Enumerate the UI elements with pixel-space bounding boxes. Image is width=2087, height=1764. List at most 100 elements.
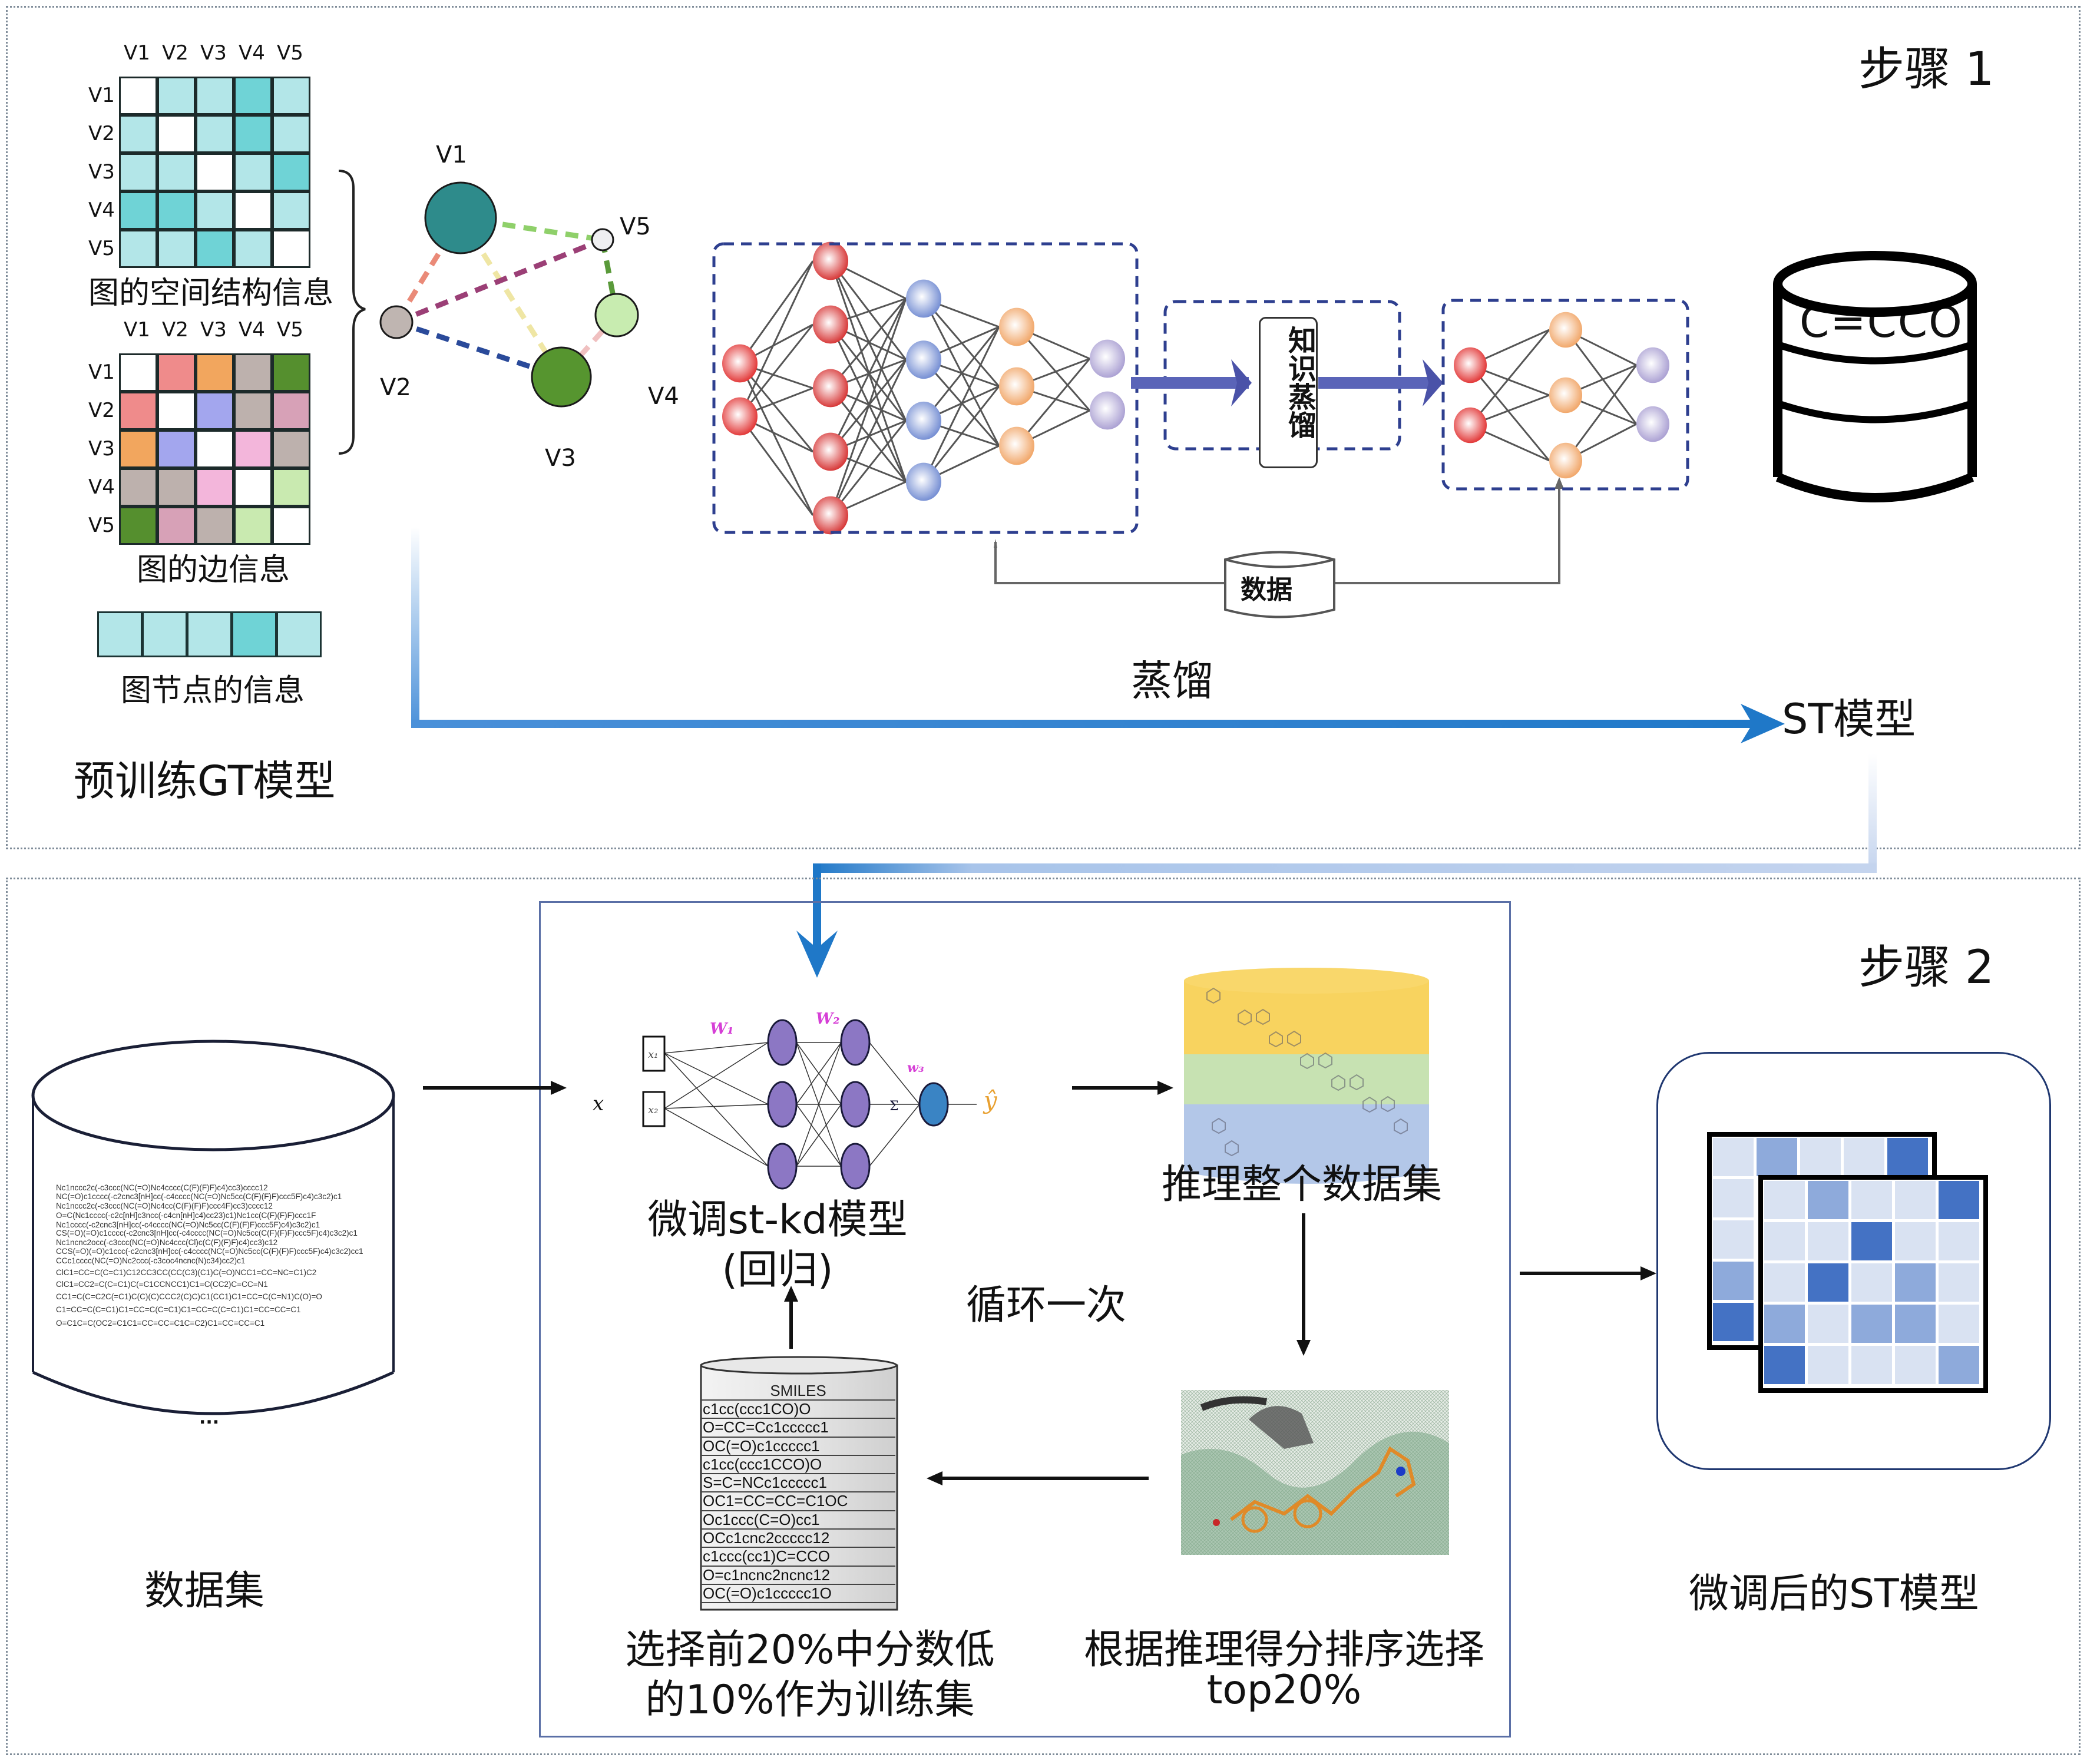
- brace-icon: [338, 170, 366, 455]
- matrix-cell: [157, 230, 196, 268]
- flow-arrow-pretrain-horizontal: [411, 720, 1766, 728]
- flow-arrow-to-step2: [813, 863, 1877, 873]
- matrix-cell: [1713, 1179, 1754, 1217]
- network-connection: [829, 298, 907, 452]
- teacher-network: [712, 241, 1139, 535]
- dataset-smiles-line: Nc1nccc2c(-c3ccc(NC(=O)Nc4cccc(C(F)(F)F)…: [56, 1183, 268, 1192]
- finetune-neuron: [767, 1081, 798, 1128]
- infer-label: 推理整个数据集: [1161, 1161, 1442, 1208]
- matrix-cell: [272, 153, 310, 191]
- network-neuron: [1549, 312, 1582, 348]
- cylinder-band-green: [1184, 1051, 1429, 1104]
- finetune-neuron: [840, 1143, 871, 1190]
- network-connection: [829, 260, 907, 421]
- node-info-caption: 图节点的信息: [121, 673, 305, 709]
- graph-node: [379, 305, 414, 339]
- matrix-cell: [1939, 1346, 1979, 1384]
- matrix-cell: [234, 230, 272, 268]
- matrix-cell: [1713, 1220, 1754, 1259]
- database-icon: [1773, 251, 1977, 502]
- graph-edge: [395, 319, 563, 380]
- matrix-cell: [1895, 1181, 1936, 1219]
- final-model-label: 微调后的ST模型: [1689, 1571, 1979, 1617]
- matrix-cell: [234, 77, 272, 115]
- graph-label-v2: V2: [380, 374, 411, 401]
- rank-label-line2: top20%: [1206, 1667, 1362, 1713]
- network-neuron: [1636, 406, 1669, 442]
- matrix-cell: [234, 507, 272, 545]
- matrix-col-label: V1: [124, 41, 150, 65]
- network-neuron: [999, 367, 1034, 406]
- inference-dataset-cylinder-icon: [1184, 968, 1429, 1184]
- arrowhead-to-finetune: [796, 931, 838, 978]
- matrix-cell: [1713, 1303, 1754, 1341]
- node-vector-cell: [187, 611, 232, 657]
- molecule-ring-icon: [1318, 1052, 1332, 1069]
- graph-label-v3: V3: [545, 445, 576, 472]
- network-neuron: [722, 344, 758, 383]
- network-connection: [739, 260, 814, 364]
- graph-diagram: [379, 181, 639, 408]
- matrix-cell: [1895, 1346, 1936, 1384]
- matrix-cell: [119, 392, 157, 430]
- weight-label-w2: W₂: [816, 1010, 840, 1028]
- matrix-cell: [1851, 1222, 1892, 1260]
- network-connection: [829, 359, 907, 516]
- molecule-ring-icon: [1394, 1118, 1408, 1135]
- matrix-cell: [196, 430, 234, 468]
- process-frame: [539, 901, 1511, 1737]
- matrix-cell: [157, 468, 196, 507]
- input-label: x₁: [648, 1048, 658, 1061]
- finetune-neuron: [767, 1143, 798, 1190]
- matrix-cell: [1851, 1346, 1892, 1384]
- step1-panel: [6, 6, 2081, 849]
- matrix-cell: [1764, 1305, 1805, 1343]
- network-neuron: [1549, 377, 1582, 413]
- network-neuron: [906, 340, 941, 379]
- network-connection: [1016, 326, 1091, 411]
- matrix-cell: [1939, 1305, 1979, 1343]
- graph-node: [531, 346, 592, 408]
- matrix-cell: [1808, 1263, 1848, 1302]
- dataset-ellipsis: ...: [199, 1408, 220, 1428]
- matrix-cell: [272, 191, 310, 230]
- network-connection: [739, 416, 814, 516]
- network-neuron: [813, 496, 848, 535]
- smiles-table-row: OC1=CC=CC=C1OC: [701, 1492, 895, 1511]
- graph-node: [591, 228, 614, 251]
- matrix-cell: [234, 153, 272, 191]
- dataset-smiles-line: ClC1=CC2=C(C=C1)C(=C1CCNCC1)C1=C(CC2)C=C…: [56, 1280, 268, 1289]
- matrix-col-label: V5: [277, 318, 303, 342]
- matrix-col-label: V3: [200, 41, 227, 65]
- network-connection: [922, 326, 1000, 482]
- network-connection: [829, 420, 907, 516]
- matrix-cell: [272, 353, 310, 392]
- smiles-table-row: OCc1cnc2ccccc12: [701, 1530, 895, 1548]
- dataset-smiles-line: ClC1=CC=C(C=C1)C12CC3CC(CC(C3)(C1)C(=O)N…: [56, 1268, 317, 1277]
- matrix-cell: [196, 468, 234, 507]
- kd-connector: [994, 300, 1564, 618]
- network-neuron: [1090, 339, 1125, 378]
- dataset-smiles-list: Nc1nccc2c(-c3ccc(NC(=O)Nc4cccc(C(F)(F)F)…: [56, 1184, 398, 1372]
- matrix-cell: [157, 77, 196, 115]
- matrix-cell: [1764, 1181, 1805, 1219]
- matrix-cell: [1808, 1222, 1848, 1260]
- molecule-ring-icon: [1350, 1074, 1364, 1091]
- matrix-row-label: V3: [88, 437, 115, 461]
- matrix-cell: [234, 468, 272, 507]
- matrix-cell: [1844, 1138, 1884, 1176]
- matrix-cell: [272, 115, 310, 153]
- flow-arrow-pretrain-vertical: [411, 527, 419, 727]
- st-model-label: ST模型: [1782, 695, 1916, 743]
- dataset-smiles-line: Nc1nccc2c(-c3ccc(NC(=O)Nc4cc(C(F)(F)F)cc…: [56, 1202, 273, 1210]
- network-neuron: [1636, 347, 1669, 383]
- matrix-cell: [157, 392, 196, 430]
- matrix-row-label: V4: [88, 475, 115, 499]
- matrix-cell: [1939, 1263, 1979, 1302]
- matrix-cell: [1713, 1138, 1754, 1176]
- matrix-cell: [119, 468, 157, 507]
- matrix-col-label: V5: [277, 41, 303, 65]
- matrix-cell: [1895, 1263, 1936, 1302]
